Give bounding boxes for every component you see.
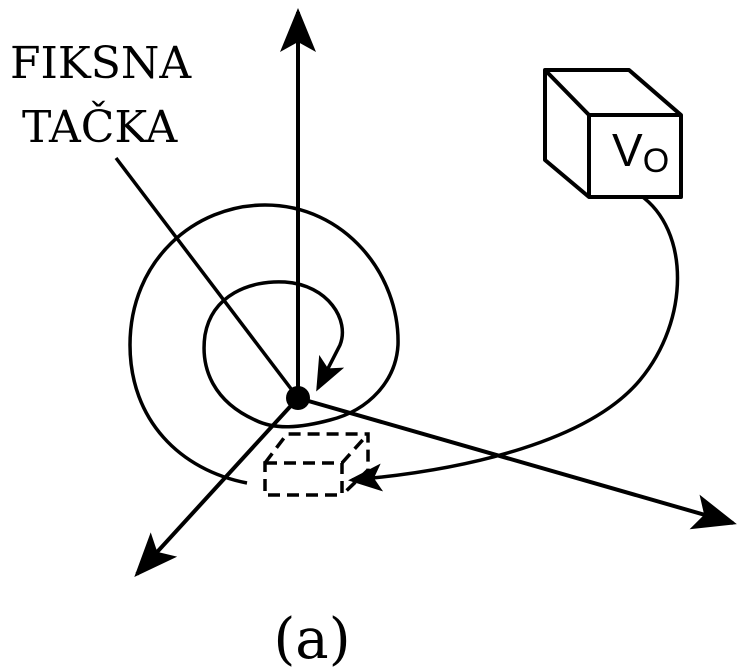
figure-caption: (a) bbox=[273, 607, 350, 671]
cube-label: VO bbox=[612, 124, 669, 180]
fixed-point-label-line1: FIKSNA bbox=[10, 38, 192, 89]
fixed-point-dot bbox=[286, 386, 310, 410]
spiral-trajectory bbox=[128, 203, 400, 485]
fixed-point-pointer-line bbox=[114, 156, 300, 400]
cube-label-main: V bbox=[612, 124, 643, 176]
cube-v0 bbox=[543, 68, 683, 199]
cube-trajectory bbox=[348, 193, 680, 492]
front-axis bbox=[134, 396, 300, 577]
cube-label-subscript: O bbox=[643, 142, 669, 180]
fixed-point-label-line2: TAČKA bbox=[22, 100, 178, 153]
right-axis bbox=[297, 396, 737, 530]
dashed-volume-box bbox=[263, 432, 370, 497]
